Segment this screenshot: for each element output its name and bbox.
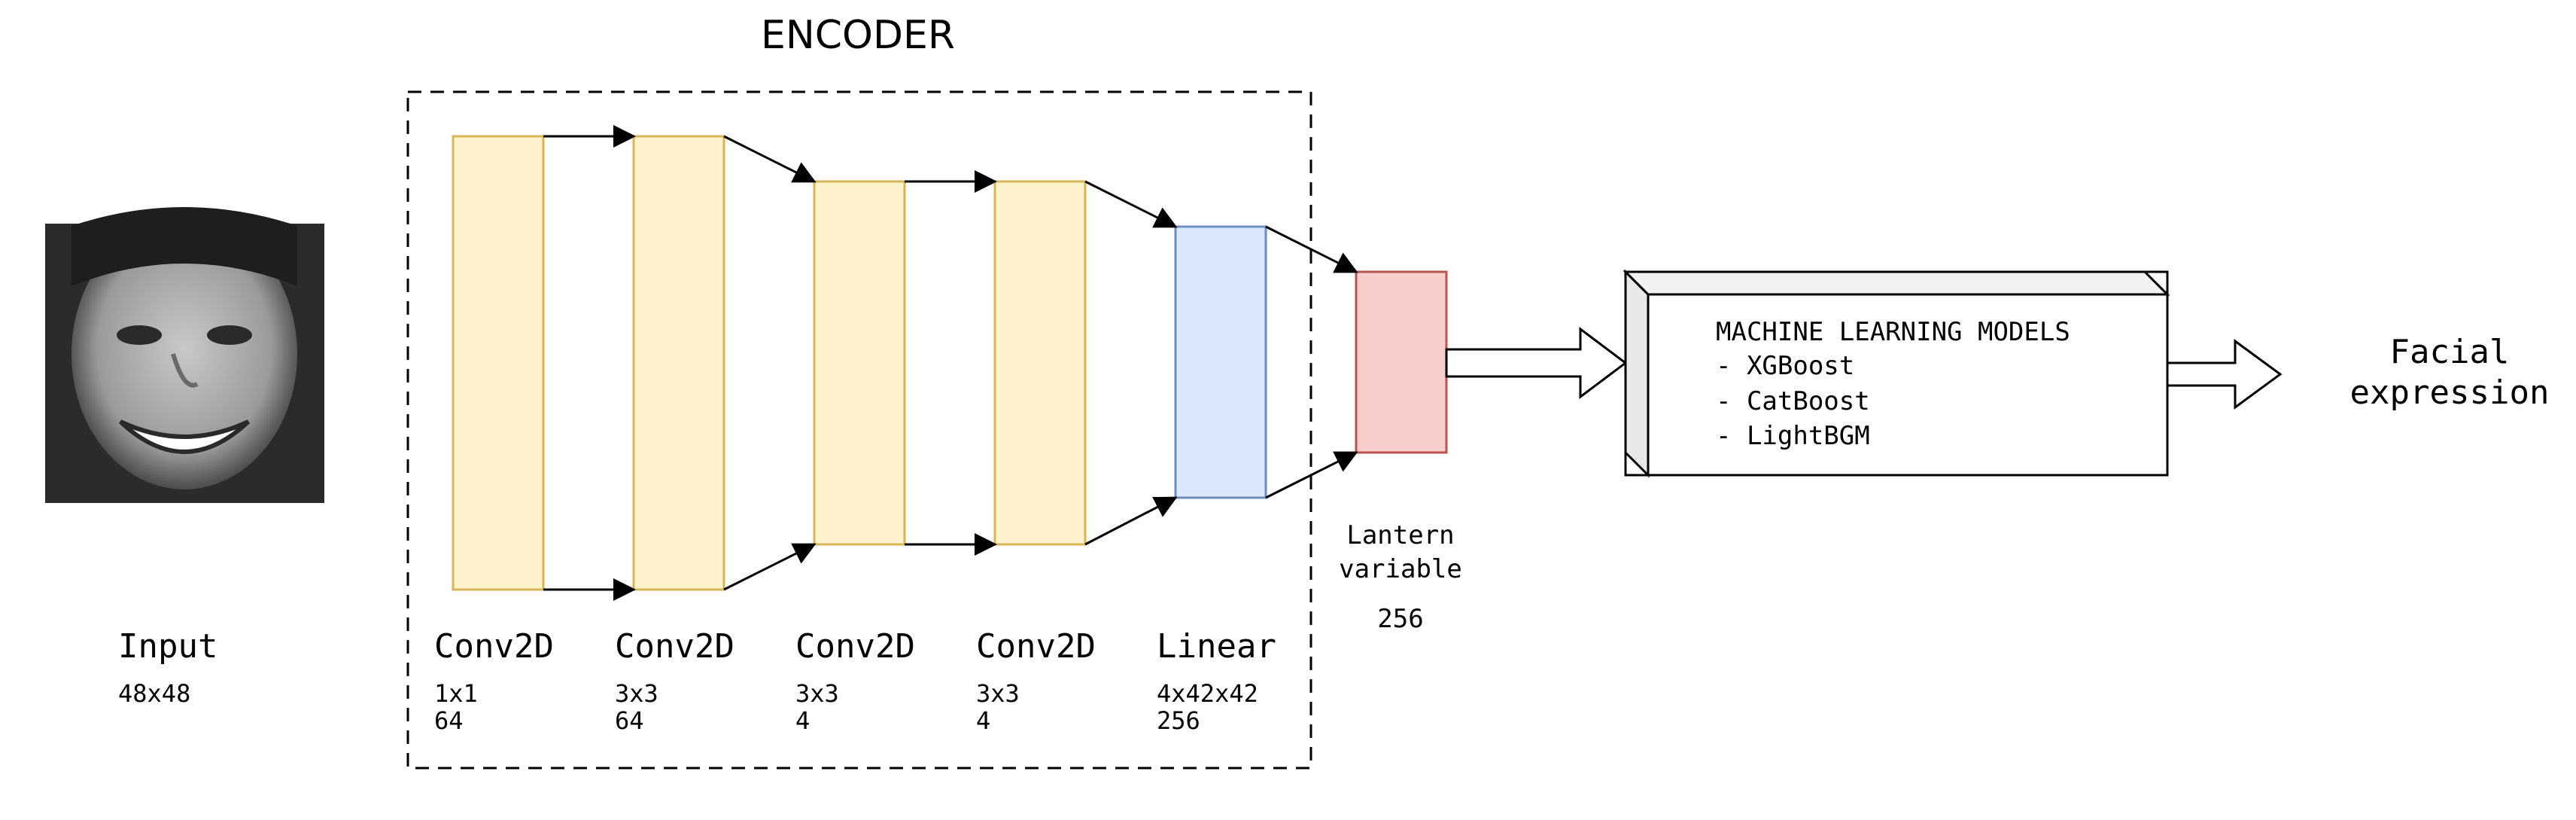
layer-4-name: Conv2D <box>976 627 1096 666</box>
layer-1-kernel: 1x1 <box>434 679 478 708</box>
input-size: 48x48 <box>118 679 190 708</box>
layer-3-channels: 4 <box>795 706 810 735</box>
conv2d-3-block <box>813 180 906 546</box>
encoder-title: ENCODER <box>761 13 955 58</box>
layer-3-name: Conv2D <box>795 627 915 666</box>
layer-1-channels: 64 <box>434 706 464 735</box>
layer-5-channels: 256 <box>1157 706 1200 735</box>
output-label-line2: expression <box>2350 373 2550 412</box>
connector-arrows <box>543 125 1358 601</box>
conv2d-1-block <box>452 135 545 591</box>
layer-4-kernel: 3x3 <box>976 679 1020 708</box>
models-item-lightbgm: - LightBGM <box>1716 421 1870 451</box>
block-arrow-to-models <box>1445 327 1628 399</box>
layer-5-name: Linear <box>1157 627 1276 666</box>
models-heading: MACHINE LEARNING MODELS <box>1716 317 2070 347</box>
models-box <box>1623 269 2170 478</box>
output-label-line1: Facial <box>2390 333 2510 371</box>
latent-label-line2: variable <box>1339 554 1462 584</box>
models-item-catboost: - CatBoost <box>1716 386 1870 416</box>
latent-size: 256 <box>1377 604 1423 634</box>
conv2d-2-block <box>632 135 725 591</box>
layer-4-channels: 4 <box>976 706 990 735</box>
layer-2-name: Conv2D <box>615 627 734 666</box>
input-label: Input <box>118 627 217 666</box>
layer-2-kernel: 3x3 <box>615 679 658 708</box>
encoder-frame <box>406 90 1312 770</box>
linear-block <box>1174 225 1267 499</box>
layer-1-name: Conv2D <box>434 627 554 666</box>
layer-3-kernel: 3x3 <box>795 679 839 708</box>
latent-label-line1: Lantern <box>1346 520 1454 550</box>
layer-5-kernel: 4x42x42 <box>1157 679 1258 708</box>
conv2d-4-block <box>993 180 1087 546</box>
block-arrow-to-output <box>2166 339 2283 410</box>
layer-2-channels: 64 <box>615 706 644 735</box>
latent-block <box>1355 270 1448 454</box>
models-item-xgboost: - XGBoost <box>1716 351 1854 381</box>
input-face-image <box>45 207 324 503</box>
